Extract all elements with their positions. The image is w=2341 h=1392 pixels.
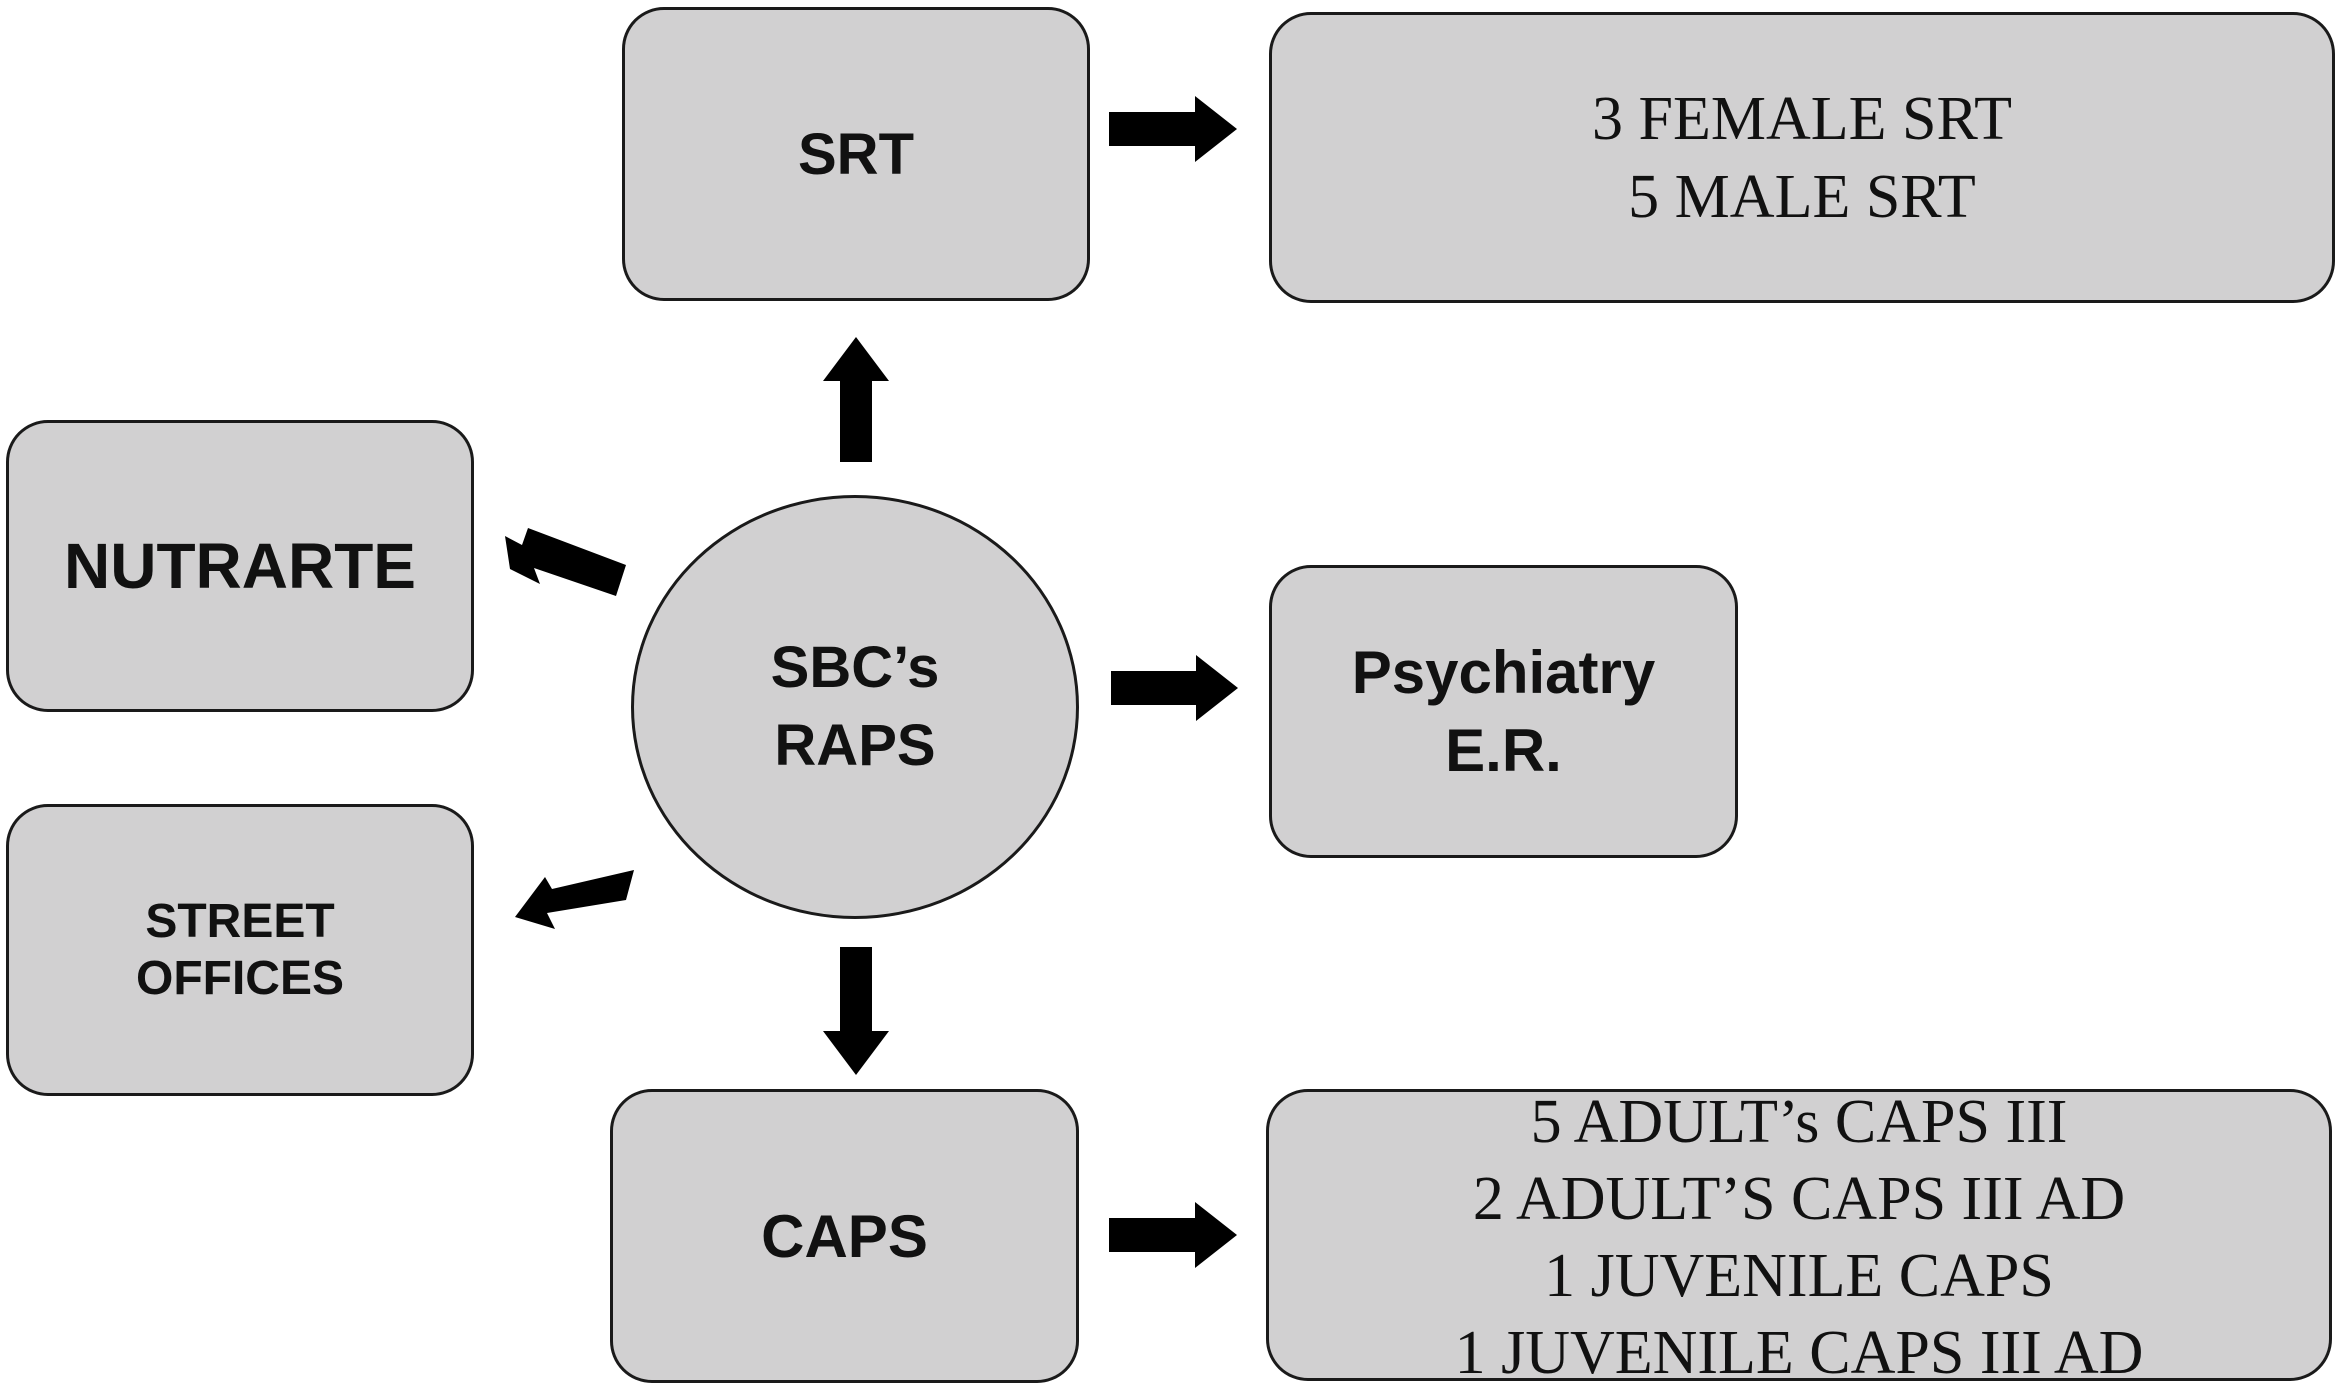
- caps-node: CAPS: [610, 1089, 1079, 1383]
- srt-label: SRT: [798, 121, 914, 187]
- arrow-center-to-srt: [823, 337, 889, 462]
- caps-detail-line-2: 2 ADULT’S CAPS III AD: [1472, 1165, 2126, 1233]
- caps-detail-node: 5 ADULT’s CAPS III 2 ADULT’S CAPS III AD…: [1266, 1088, 2332, 1387]
- psychiatry-er-node: Psychiatry E.R.: [1269, 565, 1738, 858]
- street-offices-node: STREET OFFICES: [6, 804, 474, 1096]
- srt-detail-line-2: 5 MALE SRT: [1628, 162, 1976, 231]
- nutrarte-node: NUTRARTE: [6, 420, 474, 712]
- arrow-center-to-nutrarte: [505, 528, 626, 596]
- arrow-srt-to-detail: [1109, 96, 1237, 162]
- psychiatry-line-1: Psychiatry: [1351, 638, 1656, 706]
- nutrarte-label: NUTRARTE: [64, 530, 416, 602]
- srt-node: SRT: [622, 7, 1090, 301]
- caps-detail-line-4: 1 JUVENILE CAPS III AD: [1454, 1319, 2144, 1387]
- street-offices-line-1: STREET: [145, 895, 335, 948]
- center-line-2: RAPS: [774, 713, 936, 778]
- arrow-center-to-caps: [823, 947, 889, 1075]
- caps-label: CAPS: [761, 1202, 928, 1270]
- arrow-center-to-street-offices: [515, 870, 634, 929]
- caps-detail-line-1: 5 ADULT’s CAPS III: [1530, 1088, 2068, 1156]
- srt-detail-node: 3 FEMALE SRT 5 MALE SRT: [1269, 12, 2335, 303]
- caps-detail-line-3: 1 JUVENILE CAPS: [1544, 1242, 2054, 1310]
- arrow-center-to-psychiatry: [1111, 655, 1238, 721]
- srt-detail-line-1: 3 FEMALE SRT: [1592, 84, 2012, 153]
- center-line-1: SBC’s: [770, 635, 940, 700]
- psychiatry-line-2: E.R.: [1445, 716, 1562, 784]
- arrow-caps-to-detail: [1109, 1202, 1237, 1268]
- sbc-raps-center-node: SBC’s RAPS: [631, 495, 1079, 919]
- street-offices-line-2: OFFICES: [135, 952, 344, 1005]
